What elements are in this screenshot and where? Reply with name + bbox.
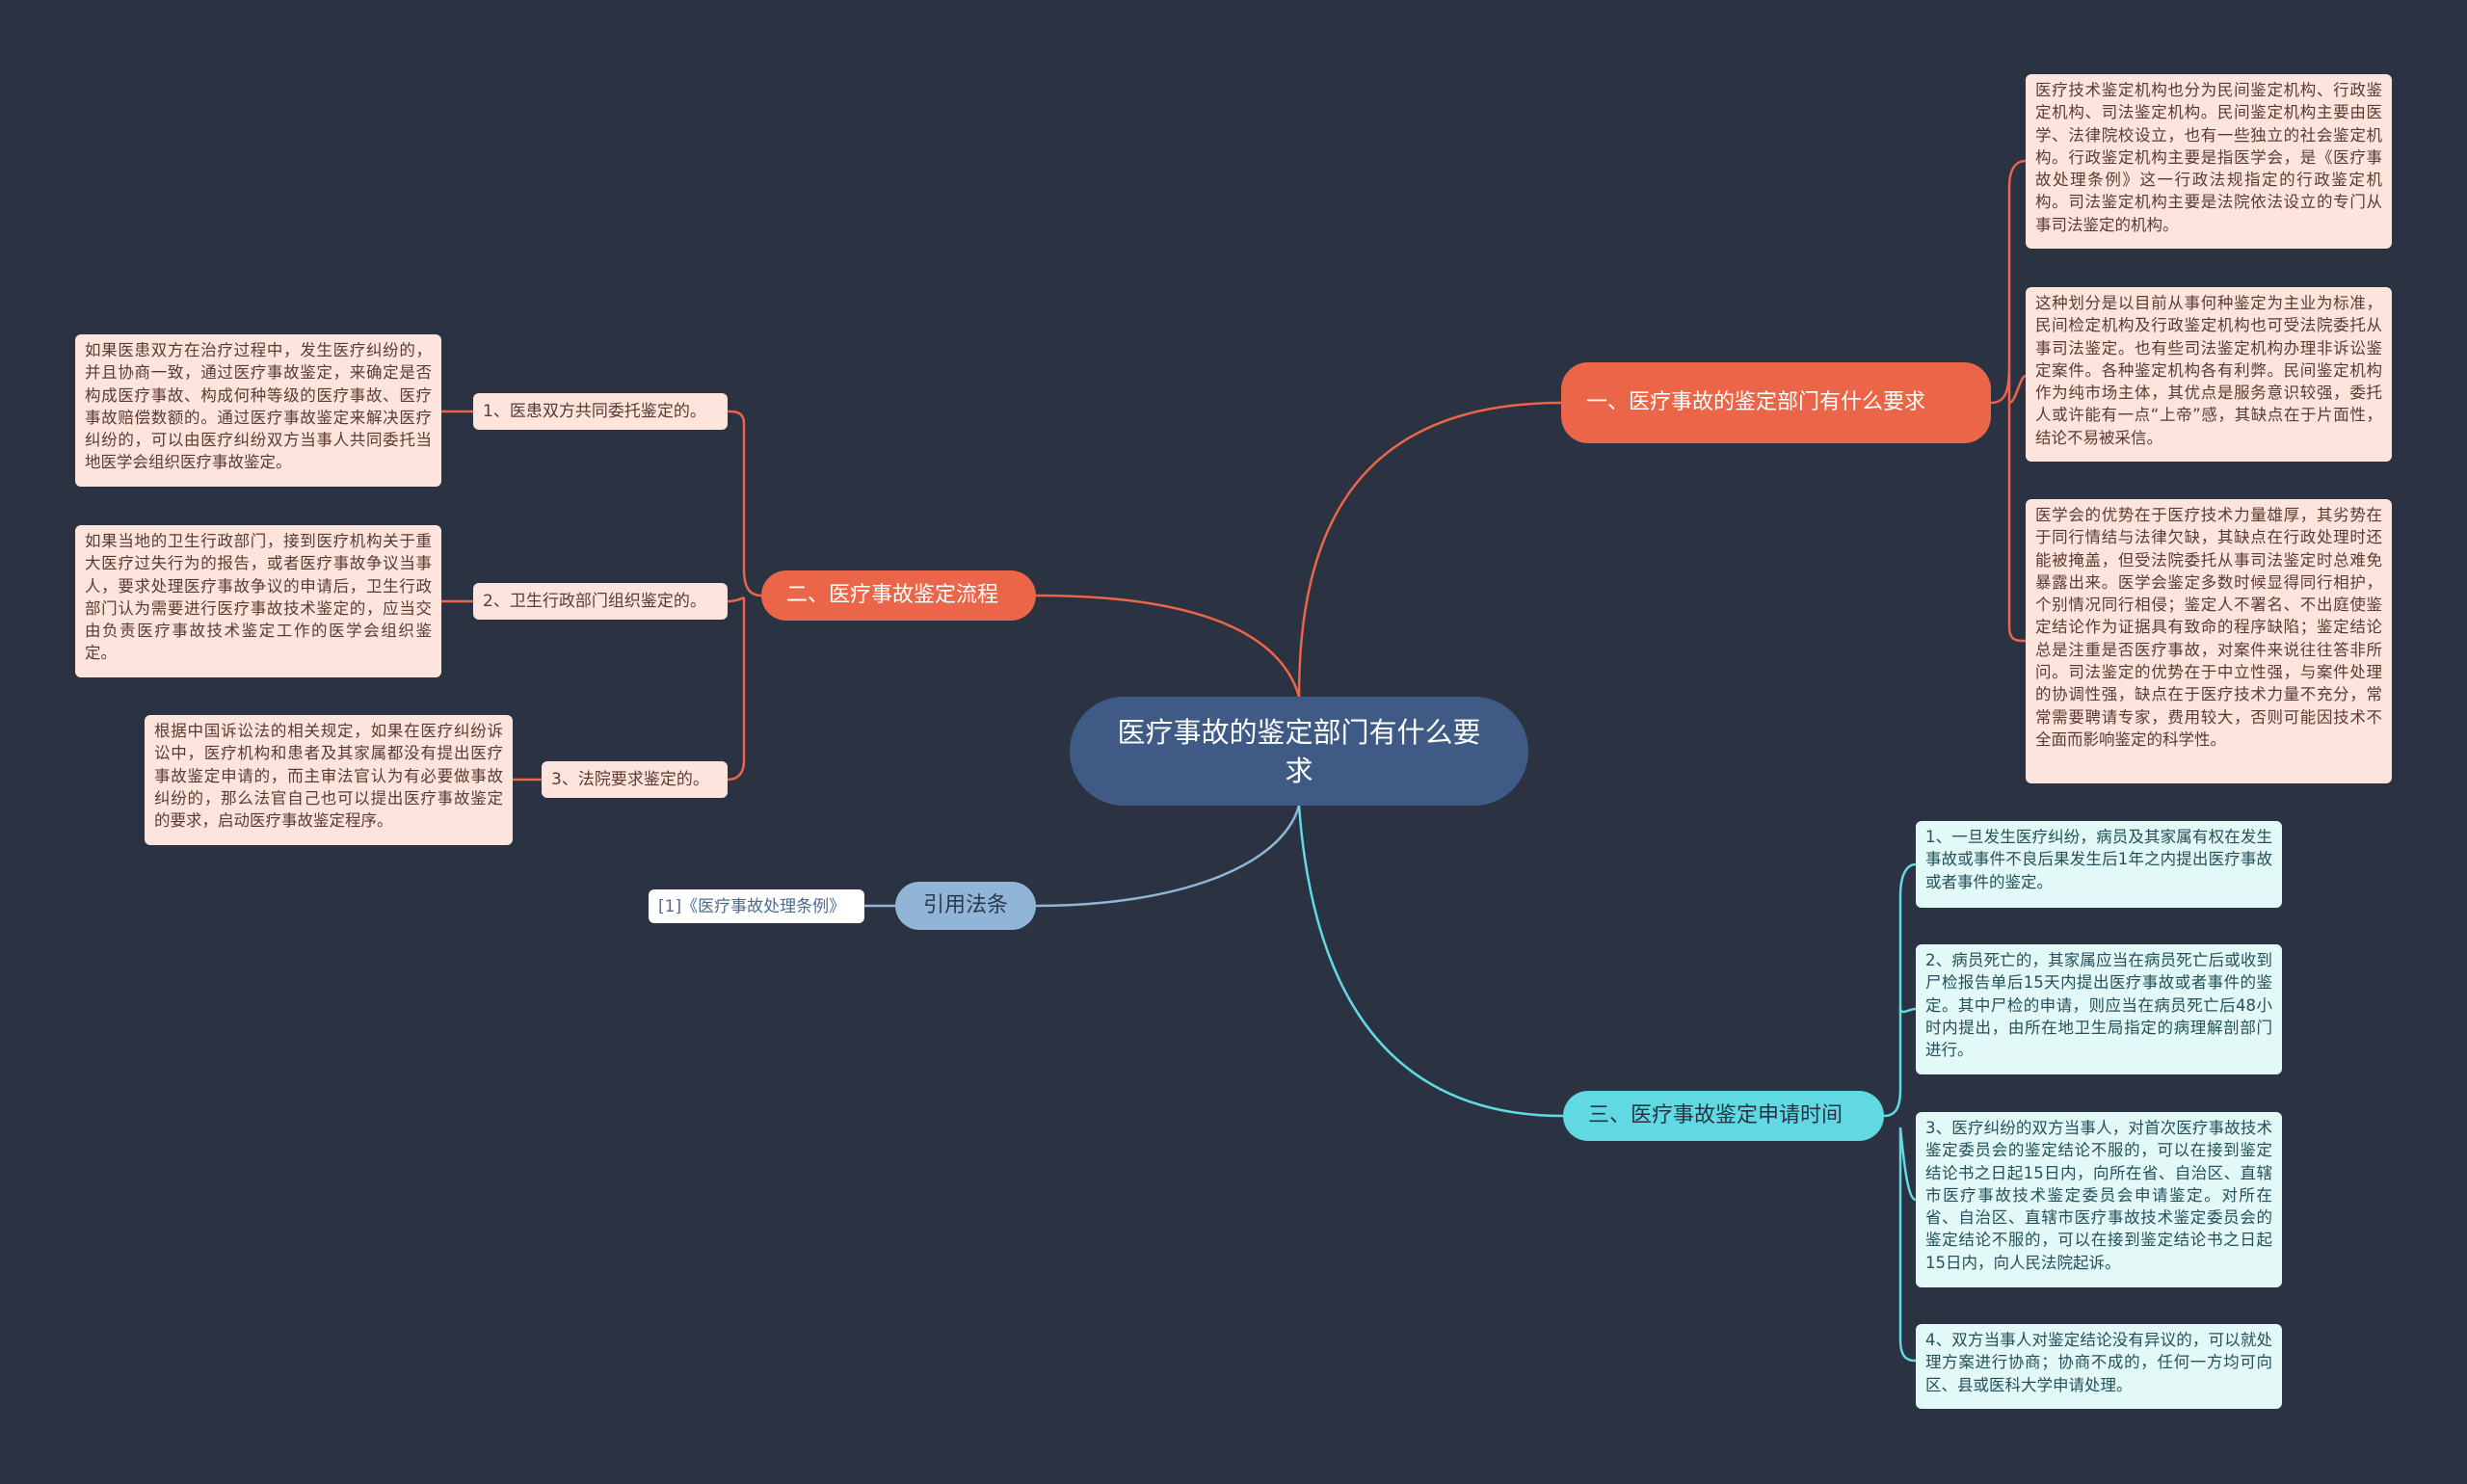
branch-4-note-text: [1]《医疗事故处理条例》: [658, 896, 846, 916]
branch-2-sub-1-label: 1、医患双方共同委托鉴定的。: [483, 402, 706, 421]
branch-1-note-3[interactable]: 医学会的优势在于医疗技术力量雄厚，其劣势在于同行情结与法律欠缺，其缺点在行政处理…: [2026, 499, 2392, 783]
branch-2-sub-2-note-text: 如果当地的卫生行政部门，接到医疗机构关于重大医疗过失行为的报告，或者医疗事故争议…: [85, 532, 432, 663]
center-topic-label: 医疗事故的鉴定部门有什么要求: [1117, 715, 1481, 787]
branch-4-label: 引用法条: [922, 893, 1008, 917]
link-center-b2: [1035, 594, 1301, 698]
branch-2-sub-1-note[interactable]: 如果医患双方在治疗过程中，发生医疗纠纷的，并且协商一致，通过医疗事故鉴定，来确定…: [75, 334, 441, 487]
branch-1-note-2[interactable]: 这种划分是以目前从事何种鉴定为主业为标准，民间检定机构及行政鉴定机构也可受法院委…: [2026, 287, 2392, 462]
branch-3-note-4[interactable]: 4、双方当事人对鉴定结论没有异议的，可以就处理方案进行协商；协商不成的，任何一方…: [1916, 1324, 2282, 1409]
link-center-b3: [1297, 805, 1564, 1118]
branch-3-note-4-text: 4、双方当事人对鉴定结论没有异议的，可以就处理方案进行协商；协商不成的，任何一方…: [1925, 1331, 2272, 1394]
branch-3-note-2[interactable]: 2、病员死亡的，其家属应当在病员死亡后或收到尸检报告单后15天内提出医疗事故或者…: [1916, 944, 2282, 1074]
link-center-b1: [1297, 401, 1562, 698]
branch-2-sub-1[interactable]: 1、医患双方共同委托鉴定的。: [473, 393, 728, 430]
branch-2-topic[interactable]: 二、医疗事故鉴定流程: [761, 570, 1036, 621]
branch-2-sub-2-label: 2、卫生行政部门组织鉴定的。: [483, 592, 706, 611]
branch-3-note-3-text: 3、医疗纠纷的双方当事人，对首次医疗事故技术鉴定委员会的鉴定结论不服的，可以在接…: [1925, 1119, 2272, 1272]
branch-2-label: 二、医疗事故鉴定流程: [786, 583, 999, 607]
center-topic[interactable]: 医疗事故的鉴定部门有什么要求: [1070, 697, 1528, 806]
branch-2-sub-3-label: 3、法院要求鉴定的。: [551, 770, 709, 789]
branch-1-note-2-text: 这种划分是以目前从事何种鉴定为主业为标准，民间检定机构及行政鉴定机构也可受法院委…: [2035, 294, 2382, 447]
branch-3-topic[interactable]: 三、医疗事故鉴定申请时间: [1563, 1091, 1884, 1141]
branch-1-note-3-text: 医学会的优势在于医疗技术力量雄厚，其劣势在于同行情结与法律欠缺，其缺点在行政处理…: [2035, 506, 2382, 749]
branch-2-sub-2-note[interactable]: 如果当地的卫生行政部门，接到医疗机构关于重大医疗过失行为的报告，或者医疗事故争议…: [75, 525, 441, 677]
link-b1-bracket: [1990, 159, 2027, 643]
branch-3-note-1[interactable]: 1、一旦发生医疗纠纷，病员及其家属有权在发生事故或事件不良后果发生后1年之内提出…: [1916, 821, 2282, 908]
branch-2-sub-3-note-text: 根据中国诉讼法的相关规定，如果在医疗纠纷诉讼中，医疗机构和患者及其家属都没有提出…: [154, 722, 503, 831]
branch-2-sub-3[interactable]: 3、法院要求鉴定的。: [542, 761, 728, 798]
branch-4-note[interactable]: [1]《医疗事故处理条例》: [649, 889, 864, 923]
link-b2-bracket: [727, 410, 762, 782]
branch-1-note-1[interactable]: 医疗技术鉴定机构也分为民间鉴定机构、行政鉴定机构、司法鉴定机构。民间鉴定机构主要…: [2026, 74, 2392, 249]
link-center-b4: [1035, 805, 1301, 908]
branch-3-note-2-text: 2、病员死亡的，其家属应当在病员死亡后或收到尸检报告单后15天内提出医疗事故或者…: [1925, 951, 2272, 1060]
branch-3-label: 三、医疗事故鉴定申请时间: [1588, 1103, 1844, 1127]
branch-2-sub-3-note[interactable]: 根据中国诉讼法的相关规定，如果在医疗纠纷诉讼中，医疗机构和患者及其家属都没有提出…: [145, 715, 513, 845]
branch-1-label: 一、医疗事故的鉴定部门有什么要求: [1586, 390, 1926, 414]
link-b3-bracket: [1883, 862, 1917, 1363]
branch-3-note-1-text: 1、一旦发生医疗纠纷，病员及其家属有权在发生事故或事件不良后果发生后1年之内提出…: [1925, 828, 2272, 891]
branch-4-topic[interactable]: 引用法条: [895, 882, 1036, 930]
branch-2-sub-1-note-text: 如果医患双方在治疗过程中，发生医疗纠纷的，并且协商一致，通过医疗事故鉴定，来确定…: [85, 341, 432, 472]
branch-3-note-3[interactable]: 3、医疗纠纷的双方当事人，对首次医疗事故技术鉴定委员会的鉴定结论不服的，可以在接…: [1916, 1112, 2282, 1287]
branch-1-note-1-text: 医疗技术鉴定机构也分为民间鉴定机构、行政鉴定机构、司法鉴定机构。民间鉴定机构主要…: [2035, 81, 2382, 234]
branch-2-sub-2[interactable]: 2、卫生行政部门组织鉴定的。: [473, 583, 728, 620]
branch-1-topic[interactable]: 一、医疗事故的鉴定部门有什么要求: [1561, 362, 1991, 443]
